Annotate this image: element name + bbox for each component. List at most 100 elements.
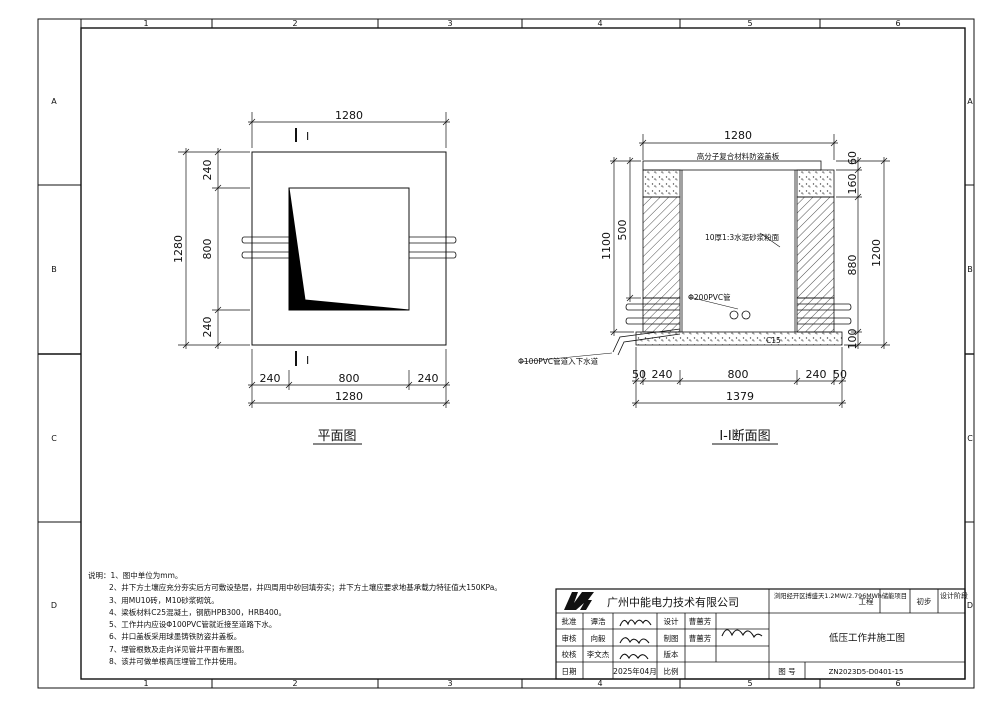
version-label: 版本 — [664, 649, 679, 659]
row-label: A — [967, 97, 973, 106]
section-dim-bottom-800: 800 — [728, 368, 749, 381]
col-label: 3 — [447, 679, 452, 688]
note-line: 说明：1、图中单位为mm。 — [88, 571, 183, 580]
drawing-no-label: 图 号 — [778, 667, 795, 676]
approve-label: 批准 — [562, 616, 577, 626]
design-label: 设计 — [664, 616, 679, 626]
sheet-frame — [37, 18, 975, 689]
date-value: 2025年04月 — [613, 666, 657, 676]
wall-left — [642, 196, 681, 299]
section-dim-left-total: 1100 — [600, 232, 613, 260]
plan-inner-opening — [288, 187, 410, 311]
note-line: 3、用MU10砖，M10砂浆砌筑。 — [109, 595, 219, 605]
section-mark: I — [306, 130, 309, 143]
col-label: 5 — [747, 679, 752, 688]
section-dim-right-total: 1200 — [870, 239, 883, 267]
col-label: 4 — [597, 679, 602, 688]
section-dim-bottom-50b: 50 — [833, 368, 847, 381]
title-block — [555, 588, 966, 680]
section-dim-right-880: 880 — [846, 255, 859, 276]
section-mark: I — [306, 354, 309, 367]
plan-dim-bottom-right: 240 — [418, 372, 439, 385]
plan-view — [178, 112, 457, 445]
signature-approve — [619, 619, 652, 627]
review-name: 向毅 — [591, 633, 606, 643]
pipe100-label: Φ100PVC管道入下水道 — [518, 356, 599, 366]
cover-label: 高分子复合材料防盗盖板 — [697, 151, 780, 161]
scale-label: 比例 — [664, 666, 679, 676]
row-label: D — [967, 601, 973, 610]
wall-right — [796, 196, 835, 299]
plan-pipes-left — [241, 236, 289, 259]
section-pipe-lines — [625, 303, 852, 325]
section-dim-top: 1280 — [724, 129, 752, 142]
review-label: 审核 — [562, 633, 577, 643]
col-label: 6 — [895, 679, 900, 688]
col-label: 1 — [143, 19, 148, 28]
plan-dim-left-top: 240 — [201, 160, 214, 181]
section-dim-left-upper: 500 — [616, 220, 629, 241]
drawing-no: ZN2023D5-D0401-15 — [829, 668, 904, 676]
plan-dim-bottom-left: 240 — [260, 372, 281, 385]
plan-dim-left-mid: 800 — [201, 239, 214, 260]
col-label: 3 — [447, 19, 452, 28]
ring-beam-left — [642, 169, 681, 198]
company-name: 广州中能电力技术有限公司 — [607, 595, 739, 609]
plan-dim-left — [178, 148, 250, 349]
section-dim-bottom-50a: 50 — [632, 368, 646, 381]
title-block-texts: 广州中能电力技术有限公司 浏阳经开区搏盛天1.2MW/2.796MWh储能项目 … — [562, 591, 969, 676]
section-view-title: I-I断面图 — [719, 429, 770, 444]
row-label: C — [967, 434, 973, 443]
check-label: 校核 — [562, 649, 577, 659]
note-line: 8、该井可做单根高压埋管工作井使用。 — [109, 657, 242, 667]
project-name: 浏阳经开区搏盛天1.2MW/2.796MWh储能项目 — [774, 591, 907, 600]
draw-name: 曹蕙芳 — [689, 633, 712, 643]
row-label: B — [51, 265, 57, 274]
pipe200-label: Φ200PVC管 — [688, 292, 731, 302]
col-label: 2 — [292, 679, 297, 688]
plan-dim-top — [248, 112, 450, 148]
plan-dim-left-bottom: 240 — [201, 317, 214, 338]
section-dim-right-100: 100 — [846, 329, 859, 350]
signature-designer — [721, 629, 763, 639]
plan-dim-top-text: 1280 — [335, 109, 363, 122]
plan-dim-left-total: 1280 — [172, 235, 185, 263]
col-label: 4 — [597, 19, 602, 28]
row-label: A — [51, 97, 57, 106]
plan-outer-wall — [251, 151, 447, 346]
approve-name: 谭浩 — [591, 616, 606, 626]
note-line: 5、工作井内应设Φ100PVC管就近接至道路下水。 — [109, 620, 277, 630]
plan-pipes-right — [409, 236, 457, 259]
design-notes: 说明：1、图中单位为mm。 2、井下方土壤应充分夯实后方可敷设垫层，井四周用中砂… — [88, 570, 502, 668]
section-dim-bottom-total: 1379 — [726, 390, 754, 403]
section-view-texts: 1280 高分子复合材料防盗盖板 10厚1:3水泥砂浆粉面 Φ200PVC管 C… — [518, 129, 883, 444]
section-dim-right-60: 60 — [846, 151, 859, 165]
plan-dim-bottom — [248, 349, 450, 408]
project-suffix: 工程 — [859, 597, 874, 606]
col-label: 1 — [143, 679, 148, 688]
cover-plate — [642, 160, 822, 171]
signature-check — [619, 653, 649, 660]
note-line: 6、井口盖板采用球墨铸铁防盗井盖板。 — [109, 632, 242, 642]
drain-pipe — [741, 310, 751, 320]
company-logo-icon — [564, 592, 594, 610]
design-name: 曹蕙芳 — [689, 616, 712, 626]
note-line: 2、井下方土壤应充分夯实后方可敷设垫层，井四周用中砂回填夯实；井下方土壤应要求地… — [109, 583, 502, 593]
section-dim-bottom-240b: 240 — [806, 368, 827, 381]
c15-label: C15 — [766, 336, 781, 345]
note-line: 4、梁板材料C25混凝土，钢筋HPB300，HRB400。 — [109, 607, 286, 617]
sheet-ruler-labels: 1 2 3 4 5 6 1 2 3 4 5 6 A B C D A B C D — [51, 19, 973, 688]
plan-dim-bottom-mid: 800 — [339, 372, 360, 385]
plan-shadow-wedge — [288, 187, 410, 311]
section-view — [519, 134, 890, 445]
col-label: 5 — [747, 19, 752, 28]
section-dim-right-160: 160 — [846, 174, 859, 195]
plan-view-texts: 1280 I I 1280 240 800 240 240 800 240 12… — [172, 109, 439, 444]
section-dim-bottom-240a: 240 — [652, 368, 673, 381]
check-name: 李文杰 — [587, 649, 610, 659]
row-label: B — [967, 265, 973, 274]
col-label: 6 — [895, 19, 900, 28]
plan-view-title: 平面图 — [317, 429, 356, 444]
draw-label: 制图 — [664, 633, 679, 643]
base-slab — [635, 331, 843, 346]
